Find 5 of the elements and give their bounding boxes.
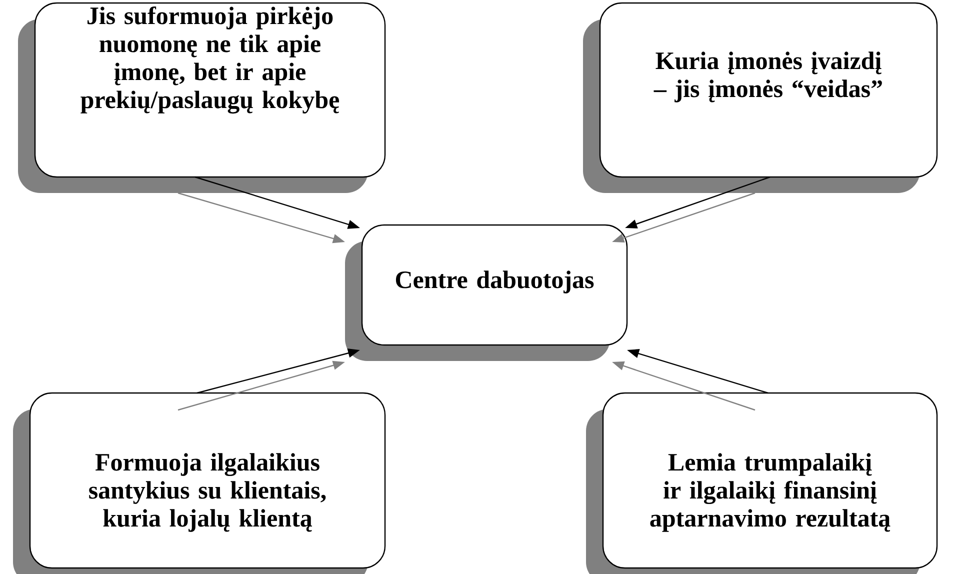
- rounded-box: Kuria įmonės įvaizdį – jis įmonės “veidas”: [583, 2, 938, 193]
- rounded-box: Lemia trumpalaikį ir ilgalaikį finansinį aptarnavimo rezultatą: [586, 392, 938, 574]
- rounded-box: Jis suformuoja pirkėjo nuomonę ne tik apie įmonę, bet ir apie prekių/paslaugų kokybę: [18, 2, 386, 193]
- rounded-box: Centre dabuotojas: [345, 224, 628, 361]
- rounded-box: Formuoja ilgalaikius santykius su klientais, kuria lojalų klientą: [13, 392, 386, 574]
